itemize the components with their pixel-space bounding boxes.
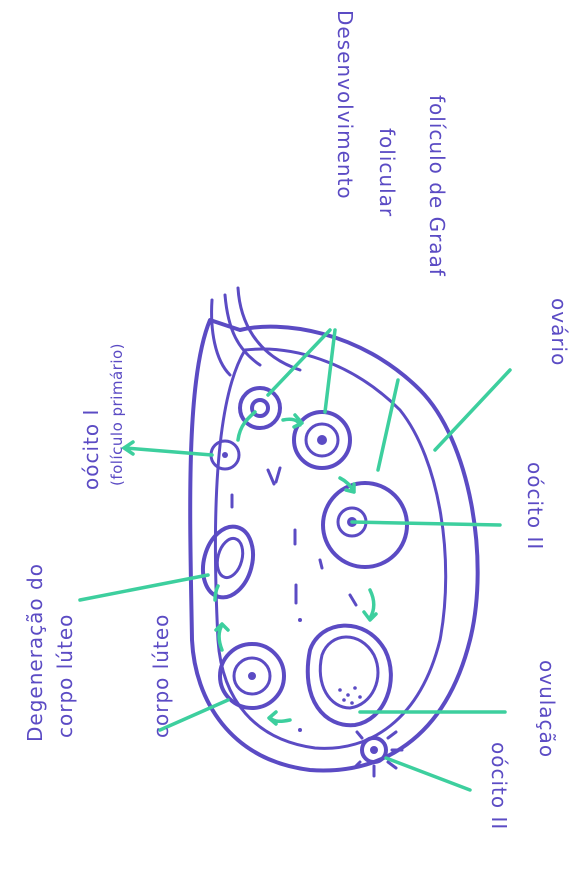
- label-oocito-ii-bottom: oócito II: [487, 742, 511, 830]
- graafian-follicle: [323, 483, 407, 567]
- label-oocito-i: oócito I: [79, 409, 103, 490]
- label-ovulacao: ovulação: [535, 660, 559, 758]
- label-degeneracao-line2: corpo lúteo: [53, 614, 77, 738]
- label-corpo-luteo: corpo lúteo: [149, 614, 173, 738]
- label-ovario: ovário: [547, 298, 571, 366]
- label-desenvolvimento: Desenvolvimento: [333, 10, 357, 200]
- label-degeneracao-line1: Degeneração do: [23, 563, 47, 742]
- primary-follicle-small: [211, 441, 239, 469]
- label-foliculo-primario: (folículo primário): [108, 343, 126, 486]
- ovary: [190, 288, 477, 770]
- label-foliculo-de-graaf: folículo de Graaf: [425, 95, 449, 277]
- corpus-luteum: [220, 644, 284, 708]
- degenerating-corpus-luteum: [196, 521, 261, 603]
- stroma-marks: [232, 468, 356, 732]
- label-oocito-ii-right: oócito II: [523, 462, 547, 550]
- label-folicular: folicular: [375, 128, 399, 217]
- developing-follicle: [294, 412, 350, 468]
